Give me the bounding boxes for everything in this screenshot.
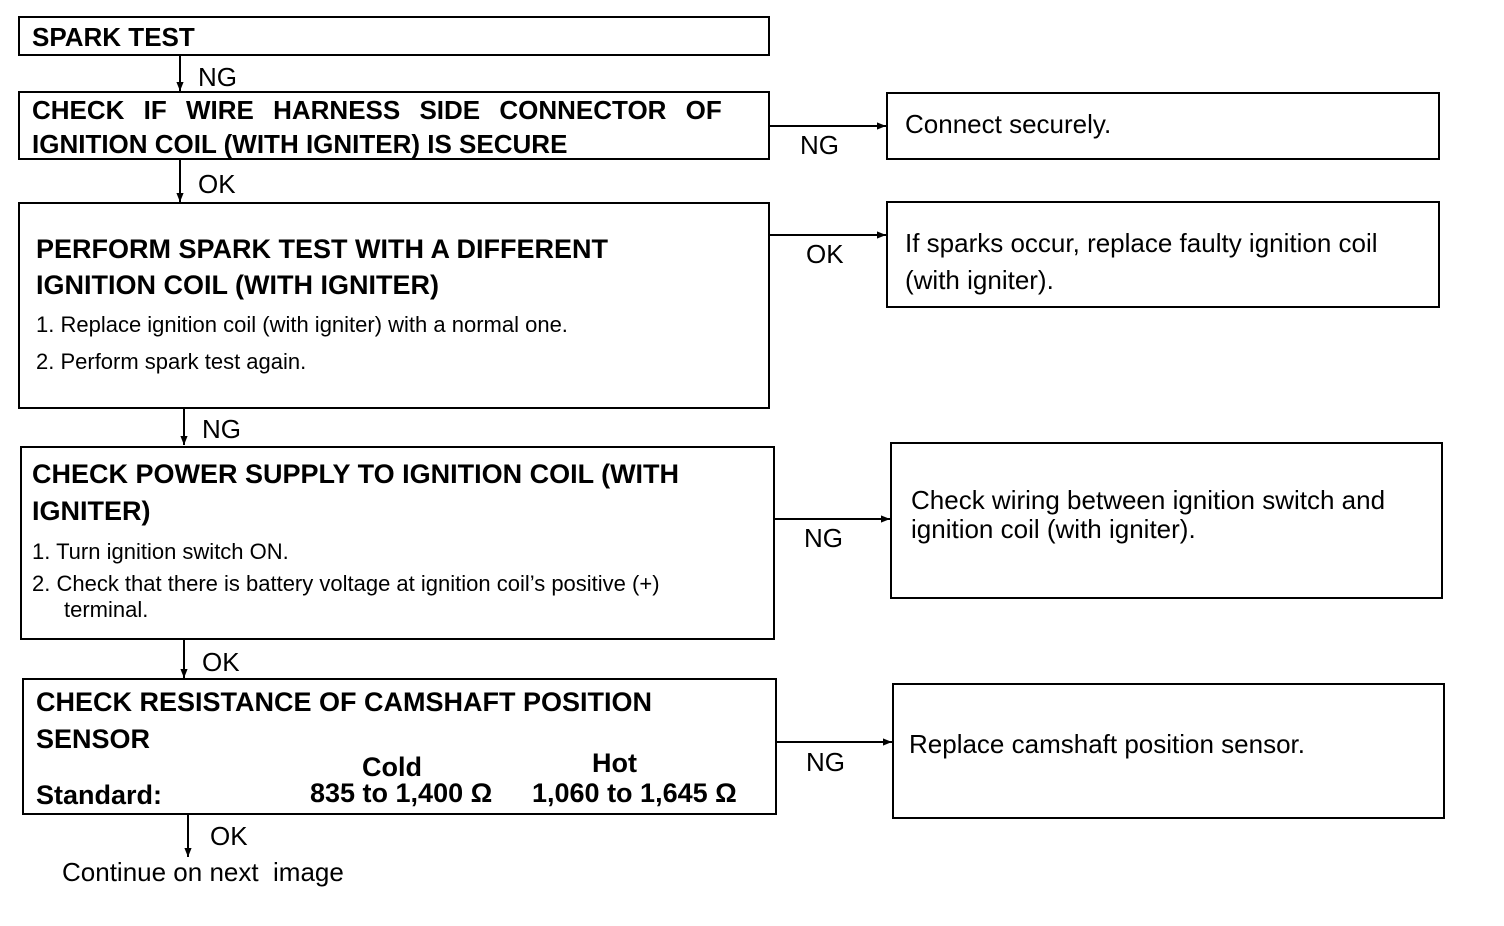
check-power-step-1: 1. Turn ignition switch ON. xyxy=(32,539,289,564)
check-power-step-2b: terminal. xyxy=(64,597,149,622)
replace-sensor-text: Replace camshaft position sensor. xyxy=(909,729,1305,759)
check-power-step-2a: 2. Check that there is battery voltage a… xyxy=(32,571,660,596)
replace-coil-text-2: (with igniter). xyxy=(905,265,1054,295)
replace-coil-box: If sparks occur, replace faulty ignition… xyxy=(886,201,1440,308)
connect-securely-text: Connect securely. xyxy=(905,109,1112,139)
label-ng-resist: NG xyxy=(806,747,845,777)
label-ng-power: NG xyxy=(804,523,843,553)
cold-value: 835 to 1,400 Ω xyxy=(310,778,493,808)
label-ok-3: OK xyxy=(210,821,248,851)
perform-spark-test-box: PERFORM SPARK TEST WITH A DIFFERENT IGNI… xyxy=(18,202,770,409)
hot-label: Hot xyxy=(592,748,637,778)
spark-test-box: SPARK TEST xyxy=(18,16,770,56)
cold-label: Cold xyxy=(362,752,422,782)
check-connector-title-1: CHECK IF WIRE HARNESS SIDE CONNECTOR OF xyxy=(32,95,722,125)
check-wiring-text-1: Check wiring between ignition switch and xyxy=(911,485,1386,515)
check-power-title-1: CHECK POWER SUPPLY TO IGNITION COIL (WIT… xyxy=(32,459,680,489)
replace-sensor-box: Replace camshaft position sensor. xyxy=(892,683,1445,819)
check-resistance-title-1: CHECK RESISTANCE OF CAMSHAFT POSITION xyxy=(36,687,653,717)
standard-label: Standard: xyxy=(36,780,163,810)
label-ok-2: OK xyxy=(202,647,240,677)
hot-value: 1,060 to 1,645 Ω xyxy=(532,778,737,808)
label-ok-spark: OK xyxy=(806,239,844,269)
label-ng-1: NG xyxy=(198,62,237,92)
check-wiring-box: Check wiring between ignition switch and… xyxy=(890,442,1443,599)
label-ng-2: NG xyxy=(202,414,241,444)
check-wiring-text-2: ignition coil (with igniter). xyxy=(911,514,1196,544)
perform-spark-step-1: 1. Replace ignition coil (with igniter) … xyxy=(36,312,568,337)
replace-coil-text-1: If sparks occur, replace faulty ignition… xyxy=(905,228,1378,258)
check-power-supply-box: CHECK POWER SUPPLY TO IGNITION COIL (WIT… xyxy=(20,446,775,640)
perform-spark-title-2: IGNITION COIL (WITH IGNITER) xyxy=(36,270,439,300)
label-ng-connect: NG xyxy=(800,130,839,160)
spark-test-title: SPARK TEST xyxy=(32,22,195,52)
continue-next-image: Continue on next image xyxy=(62,857,344,887)
check-connector-title-2: IGNITION COIL (WITH IGNITER) IS SECURE xyxy=(32,129,568,159)
check-connector-box: CHECK IF WIRE HARNESS SIDE CONNECTOR OF … xyxy=(18,91,770,160)
perform-spark-title-1: PERFORM SPARK TEST WITH A DIFFERENT xyxy=(36,234,608,264)
check-resistance-box: CHECK RESISTANCE OF CAMSHAFT POSITION SE… xyxy=(22,678,777,815)
label-ok-1: OK xyxy=(198,169,236,199)
perform-spark-step-2: 2. Perform spark test again. xyxy=(36,349,307,374)
check-power-title-2: IGNITER) xyxy=(32,496,151,526)
connect-securely-box: Connect securely. xyxy=(886,92,1440,160)
check-resistance-title-2: SENSOR xyxy=(36,724,151,754)
